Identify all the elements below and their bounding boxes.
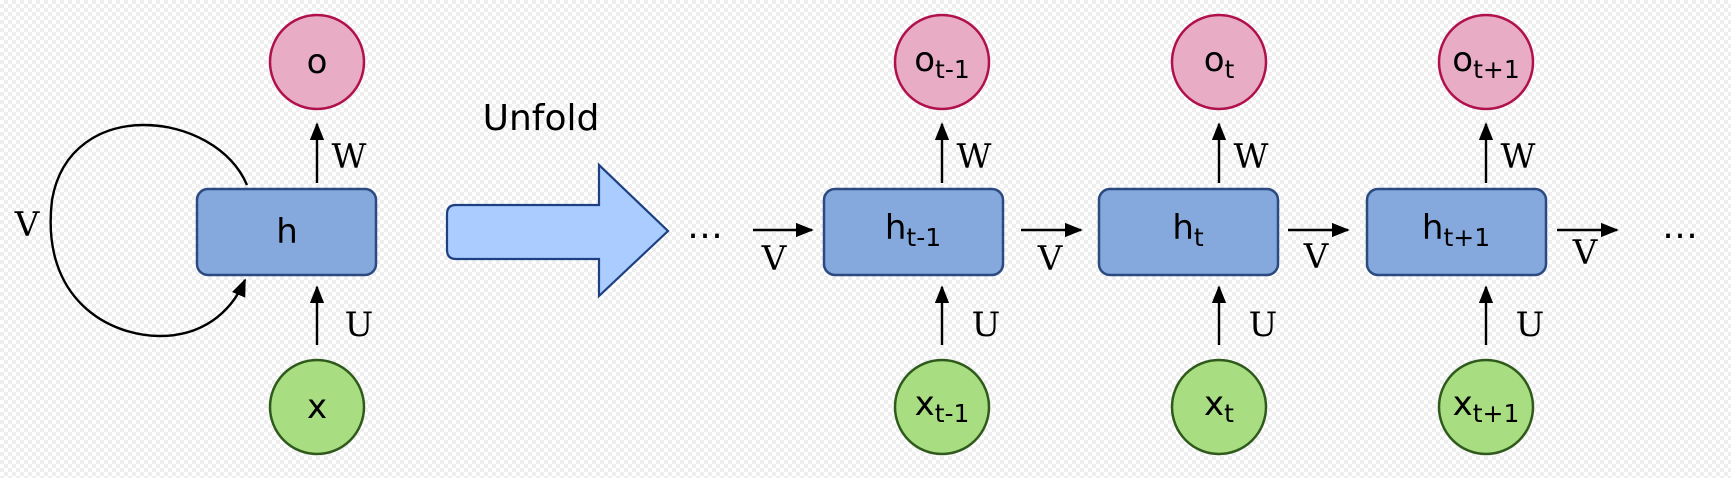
unfold-label: Unfold <box>483 98 600 139</box>
output-label-subscript: t+1 <box>1473 55 1520 84</box>
hidden-label-subscript: t+1 <box>1443 223 1490 252</box>
u-label: U <box>1516 305 1545 345</box>
v-label: V <box>1303 237 1330 277</box>
u-label: U <box>972 305 1001 345</box>
folded-hidden-node <box>195 187 378 277</box>
hidden-label-base: h <box>1172 208 1194 248</box>
output-label-base: o <box>1204 40 1225 80</box>
v-label: V <box>1037 239 1064 279</box>
folded-u-label: U <box>345 305 374 345</box>
output-label-base: o <box>1452 40 1473 80</box>
folded-input-node <box>268 358 366 456</box>
hidden-label-subscript: t-1 <box>906 223 941 252</box>
input-label: xt+1 <box>1453 384 1520 428</box>
ellipsis-right: … <box>1662 206 1698 247</box>
output-label: ot+1 <box>1452 40 1519 84</box>
ellipsis-left: … <box>687 206 723 247</box>
hidden-label: ht-1 <box>885 208 941 252</box>
output-label: ot-1 <box>914 40 970 84</box>
u-label: U <box>1249 305 1278 345</box>
folded-hidden-label: h <box>276 212 298 252</box>
hidden-node <box>822 187 1005 277</box>
hidden-label-base: h <box>1422 208 1444 248</box>
hidden-label-base: h <box>885 208 907 248</box>
input-label-subscript: t <box>1224 399 1234 428</box>
folded-output-label: o <box>307 42 328 82</box>
input-label-subscript: t+1 <box>1473 399 1520 428</box>
input-label-subscript: t-1 <box>935 399 970 428</box>
v-label: V <box>1572 233 1599 273</box>
input-node <box>893 358 991 456</box>
folded-input-label: x <box>307 387 327 427</box>
output-label-subscript: t <box>1225 55 1235 84</box>
hidden-label: ht+1 <box>1422 208 1490 252</box>
hidden-label: ht <box>1172 208 1204 252</box>
w-label: W <box>957 137 992 177</box>
hidden-label-subscript: t <box>1194 223 1204 252</box>
output-label-subscript: t-1 <box>935 55 970 84</box>
w-label: W <box>1501 137 1536 177</box>
hidden-node <box>1097 187 1280 277</box>
output-label-base: o <box>914 40 935 80</box>
folded-rnn: V W U o h x <box>14 13 378 456</box>
folded-v-label: V <box>14 205 41 245</box>
folded-output-node <box>268 13 366 111</box>
input-label-base: x <box>1204 384 1224 424</box>
input-label-base: x <box>1453 384 1473 424</box>
output-node <box>893 13 991 111</box>
input-label-base: x <box>915 384 935 424</box>
output-label: ot <box>1204 40 1235 84</box>
unfold-arrow <box>445 162 670 299</box>
hidden-node <box>1365 187 1548 277</box>
v-label: V <box>761 239 788 279</box>
folded-w-label: W <box>332 137 367 177</box>
input-node <box>1170 358 1268 456</box>
input-node <box>1437 358 1535 456</box>
w-label: W <box>1234 137 1269 177</box>
input-label: xt-1 <box>915 384 970 428</box>
output-node <box>1170 13 1268 111</box>
output-node <box>1437 13 1535 111</box>
recurrent-loop-v <box>49 123 249 338</box>
input-label: xt <box>1204 384 1234 428</box>
